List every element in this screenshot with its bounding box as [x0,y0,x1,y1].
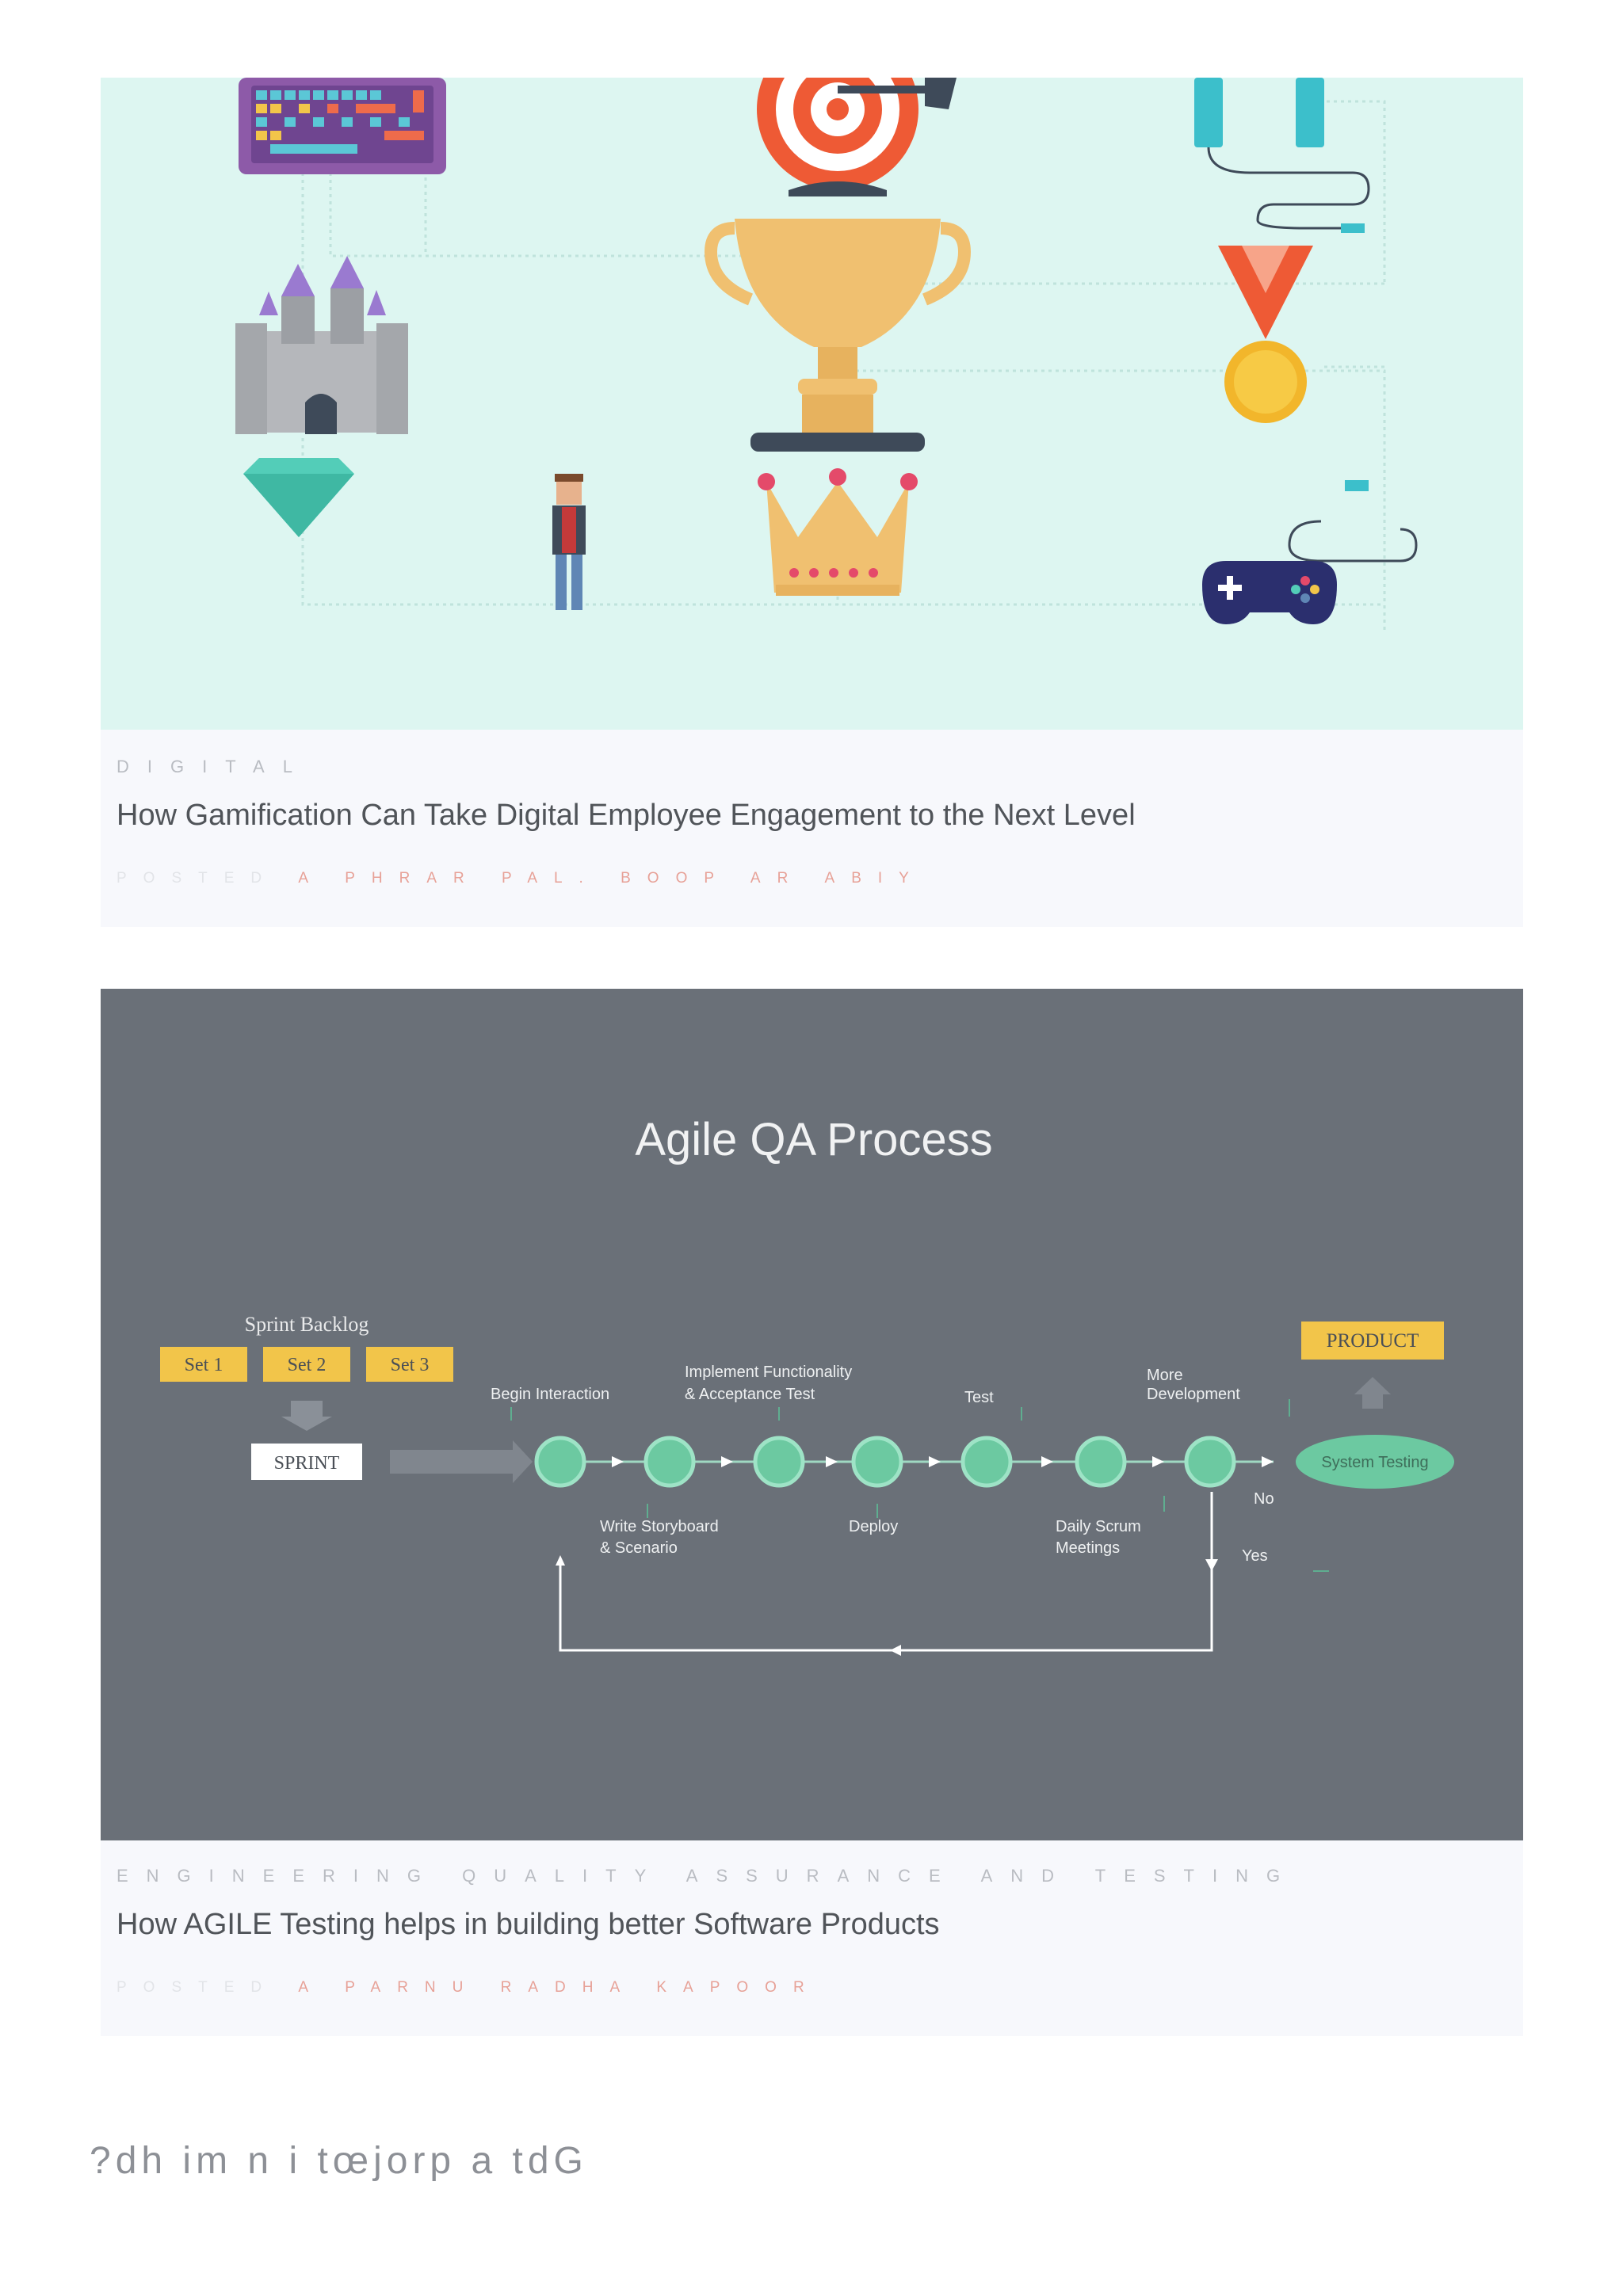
gamification-illustration [235,78,1418,632]
set-1-label: Set 1 [185,1355,223,1375]
post-card-agile[interactable]: Agile QA Process Sprint Backlog Set 1 Se… [101,989,1523,2036]
label-daily-scrum-2: Meetings [1056,1539,1120,1557]
label-more: More [1147,1367,1183,1384]
label-development: Development [1147,1386,1240,1403]
agile-qa-process-diagram: Agile QA Process Sprint Backlog Set 1 Se… [160,1114,1454,1656]
sprint-backlog-label: Sprint Backlog [245,1313,369,1336]
label-begin-interaction: Begin Interaction [491,1386,609,1403]
keyboard-icon [239,78,446,174]
product-label: PRODUCT [1327,1330,1419,1352]
label-write-storyboard-2: & Scenario [600,1539,678,1557]
set-2-label: Set 2 [288,1355,327,1375]
post-image-gamification[interactable] [101,78,1523,730]
crown-icon [758,468,918,596]
process-nodes [534,1436,1236,1488]
post-title[interactable]: How AGILE Testing helps in building bett… [116,1908,940,1941]
set-boxes: Set 1 Set 2 Set 3 [160,1347,453,1382]
set-3-label: Set 3 [391,1355,430,1375]
gamepad-icon [1202,480,1418,624]
footer-text: ?dh im n i tœjorp a tdG [90,2140,588,2182]
label-yes: Yes [1242,1547,1268,1565]
target-icon [757,78,957,196]
diagram-heading: Agile QA Process [635,1114,992,1165]
character-icon [552,474,586,610]
post-card-gamification[interactable]: DIGITAL How Gamification Can Take Digita… [101,78,1523,927]
label-implement-2: & Acceptance Test [685,1386,815,1403]
post-title[interactable]: How Gamification Can Take Digital Employ… [116,799,1136,832]
label-no: No [1254,1490,1274,1508]
byline-author[interactable]: A PHRAR PAL. BOOP AR ABIY [298,870,926,887]
castle-icon [235,256,408,434]
byline-author[interactable]: A PARNU RADHA KAPOOR [298,1979,821,1996]
label-deploy: Deploy [849,1518,898,1535]
post-image-agile[interactable]: Agile QA Process Sprint Backlog Set 1 Se… [101,989,1523,1840]
label-write-storyboard-1: Write Storyboard [600,1518,719,1535]
post-category[interactable]: ENGINEERING QUALITY ASSURANCE AND TESTIN… [116,1866,1299,1886]
label-daily-scrum-1: Daily Scrum [1056,1518,1141,1535]
label-implement-1: Implement Functionality [685,1363,852,1381]
trophy-icon [704,219,972,452]
label-test: Test [964,1389,994,1406]
post-byline: POSTED A PARNU RADHA KAPOOR [116,1979,821,1997]
byline-prefix: POSTED [116,1979,279,1996]
system-testing-label: System Testing [1321,1454,1428,1471]
headphones-icon [1194,78,1370,233]
byline-prefix: POSTED [116,870,279,887]
medal-icon [1218,246,1313,423]
post-byline: POSTED A PHRAR PAL. BOOP AR ABIY [116,870,926,887]
post-category[interactable]: DIGITAL [116,757,311,776]
sprint-label: SPRINT [274,1453,340,1474]
diamond-icon [243,458,354,537]
